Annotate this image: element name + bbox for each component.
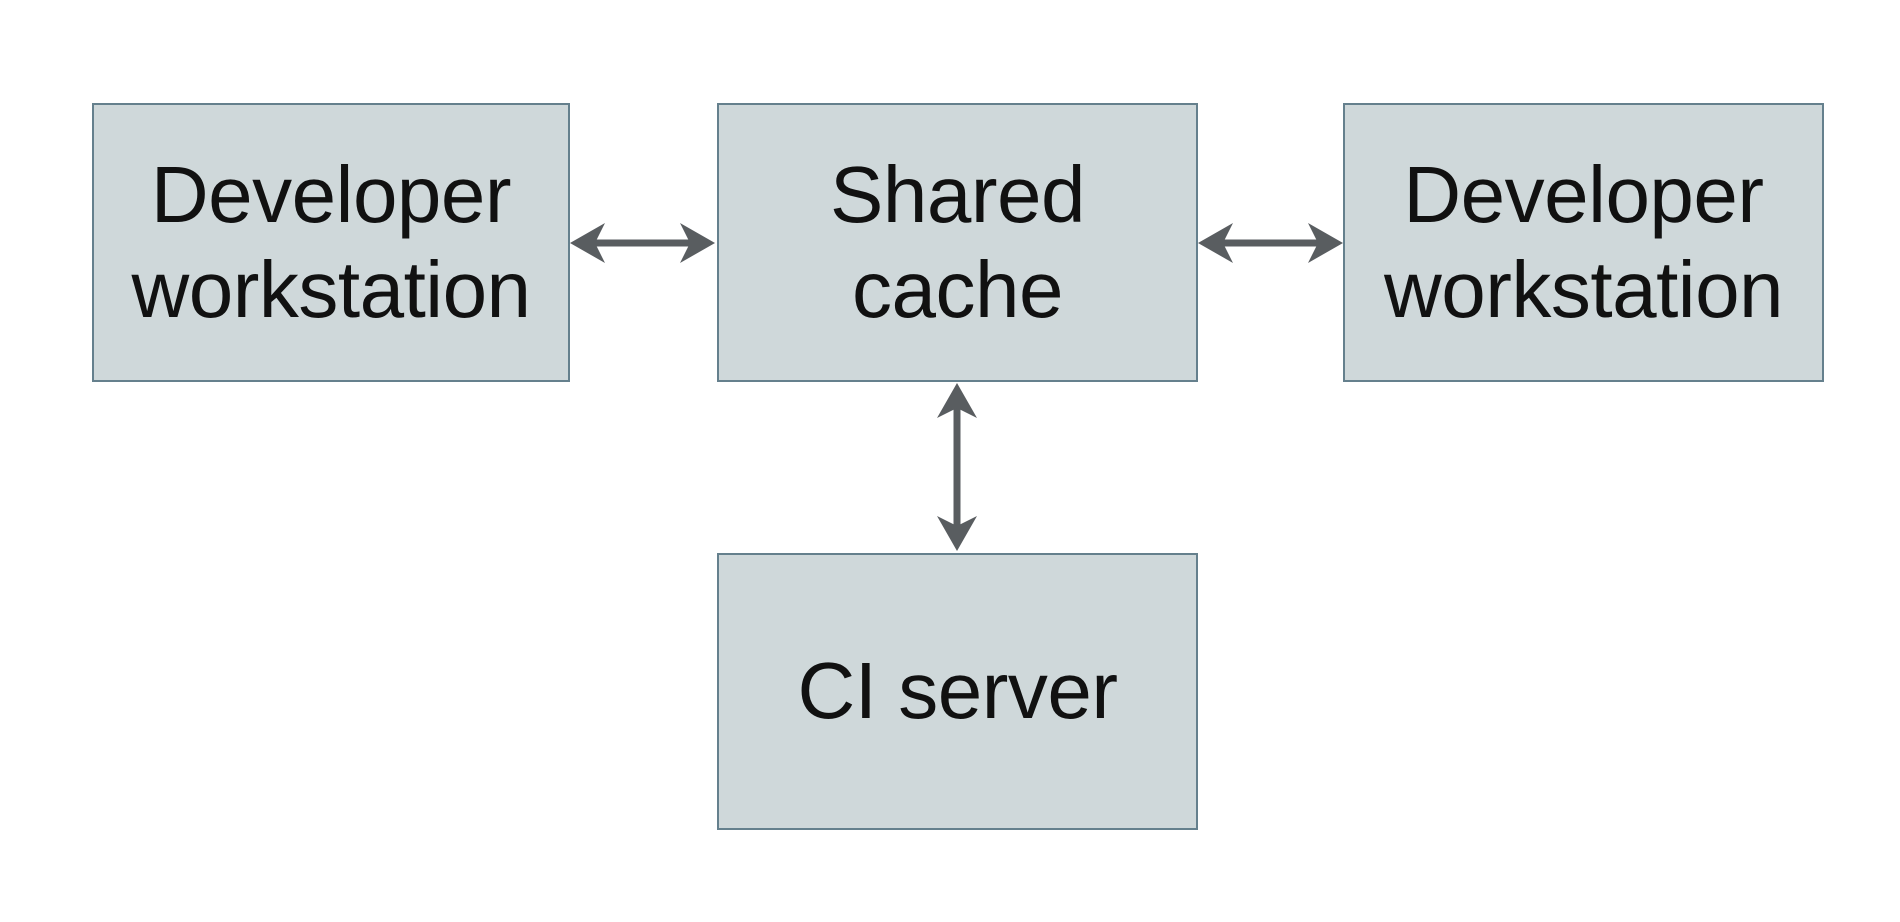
bidirectional-arrow-left-workstation-cache: [570, 223, 715, 263]
bidirectional-arrow-cache-ci-server: [937, 383, 977, 551]
node-label-developer-workstation-right: Developer workstation: [1383, 150, 1784, 334]
node-label-ci-server: CI server: [797, 646, 1119, 736]
node-ci-server: CI server: [717, 553, 1198, 830]
node-developer-workstation-left: Developer workstation: [92, 103, 570, 382]
node-developer-workstation-right: Developer workstation: [1343, 103, 1824, 382]
node-label-developer-workstation-left: Developer workstation: [131, 150, 531, 334]
node-label-shared-cache: Shared cache: [830, 150, 1085, 334]
bidirectional-arrow-cache-right-workstation: [1198, 223, 1343, 263]
node-shared-cache: Shared cache: [717, 103, 1198, 382]
